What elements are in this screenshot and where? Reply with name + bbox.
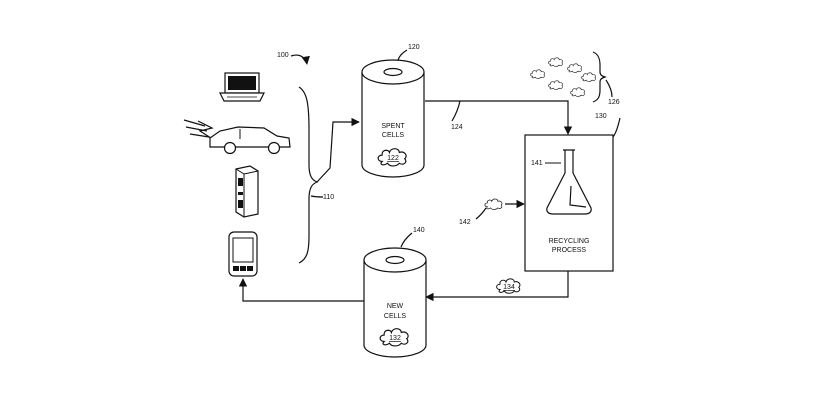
spent-cells-container: SPENT CELLS 122 xyxy=(361,59,425,178)
car-icon xyxy=(183,119,291,155)
cloud-group-label: 126 xyxy=(608,99,620,106)
spent-cells-label-2: CELLS xyxy=(382,132,405,139)
brace-ref-leader xyxy=(310,195,324,198)
cloud-icon xyxy=(570,87,585,97)
devices-to-spent-arrow xyxy=(316,117,360,183)
input-cloud-icon xyxy=(484,198,503,210)
cloud-group xyxy=(530,57,596,97)
server-icon xyxy=(235,165,259,218)
spent-cloud-ref: 122 xyxy=(387,155,399,162)
cloud-group-leader xyxy=(605,79,613,98)
cloud-icon xyxy=(548,57,563,67)
flask-icon xyxy=(546,149,592,215)
recycle-ref-label: 130 xyxy=(595,113,607,120)
new-cells-label-2: CELLS xyxy=(384,313,407,320)
input-cloud-leader xyxy=(475,207,487,220)
new-to-devices-arrow xyxy=(238,278,364,302)
recycling-label-2: PROCESS xyxy=(552,247,587,254)
cloud-group-brace xyxy=(592,51,607,103)
recycle-to-new-arrow xyxy=(425,271,569,302)
new-ref-label: 140 xyxy=(413,227,425,234)
spent-cells-label-1: SPENT xyxy=(381,123,405,130)
spent-ref-leader xyxy=(397,49,408,61)
spent-to-recycle-arrow xyxy=(425,100,573,135)
new-cells-container: NEW CELLS 132 xyxy=(363,247,427,358)
recycle-ref-leader xyxy=(612,117,621,138)
arrow-124-label: 124 xyxy=(451,124,463,131)
output-cloud-label: 134 xyxy=(503,284,515,291)
new-ref-leader xyxy=(400,232,413,248)
brace-ref-label: 110 xyxy=(323,194,334,201)
input-cloud-label: 142 xyxy=(459,219,471,226)
spent-ref-label: 120 xyxy=(408,44,420,51)
cloud-icon xyxy=(530,69,545,79)
cloud-icon xyxy=(548,80,563,90)
arrow-124-leader xyxy=(451,100,461,122)
system-ref-arrow xyxy=(290,54,310,65)
system-ref-label: 100 xyxy=(277,52,289,59)
phone-icon xyxy=(228,231,258,277)
recycling-label-1: RECYCLING xyxy=(549,238,590,245)
cloud-icon xyxy=(581,72,596,82)
cloud-icon xyxy=(567,63,582,73)
laptop-icon xyxy=(219,72,265,102)
new-cells-label-1: NEW xyxy=(387,303,404,310)
recycling-process-box: RECYCLING PROCESS xyxy=(524,134,614,272)
devices-brace xyxy=(298,86,319,264)
new-cloud-ref: 132 xyxy=(389,335,401,342)
flask-ref-label: 141 xyxy=(531,160,543,167)
